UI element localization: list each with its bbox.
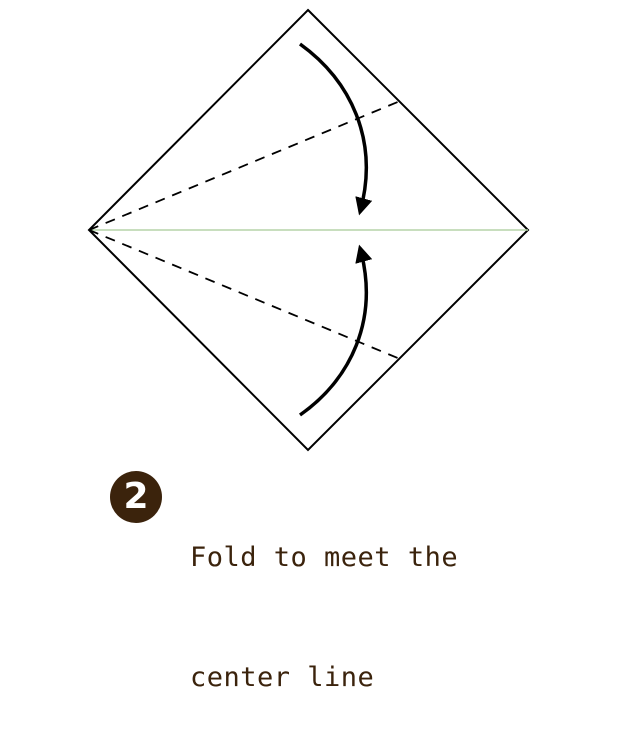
fold-arrow-upper: [298, 42, 373, 216]
step-caption: Fold to meet the center line: [190, 458, 458, 738]
origami-diagram: [87, 8, 530, 452]
caption-line-2: center line: [190, 662, 375, 693]
fold-arrow-lower: [298, 244, 373, 417]
fold-line-lower: [88, 229, 401, 360]
step-number-badge: 2: [110, 471, 162, 523]
fold-line-upper: [88, 100, 401, 231]
caption-line-1: Fold to meet the: [190, 542, 459, 573]
